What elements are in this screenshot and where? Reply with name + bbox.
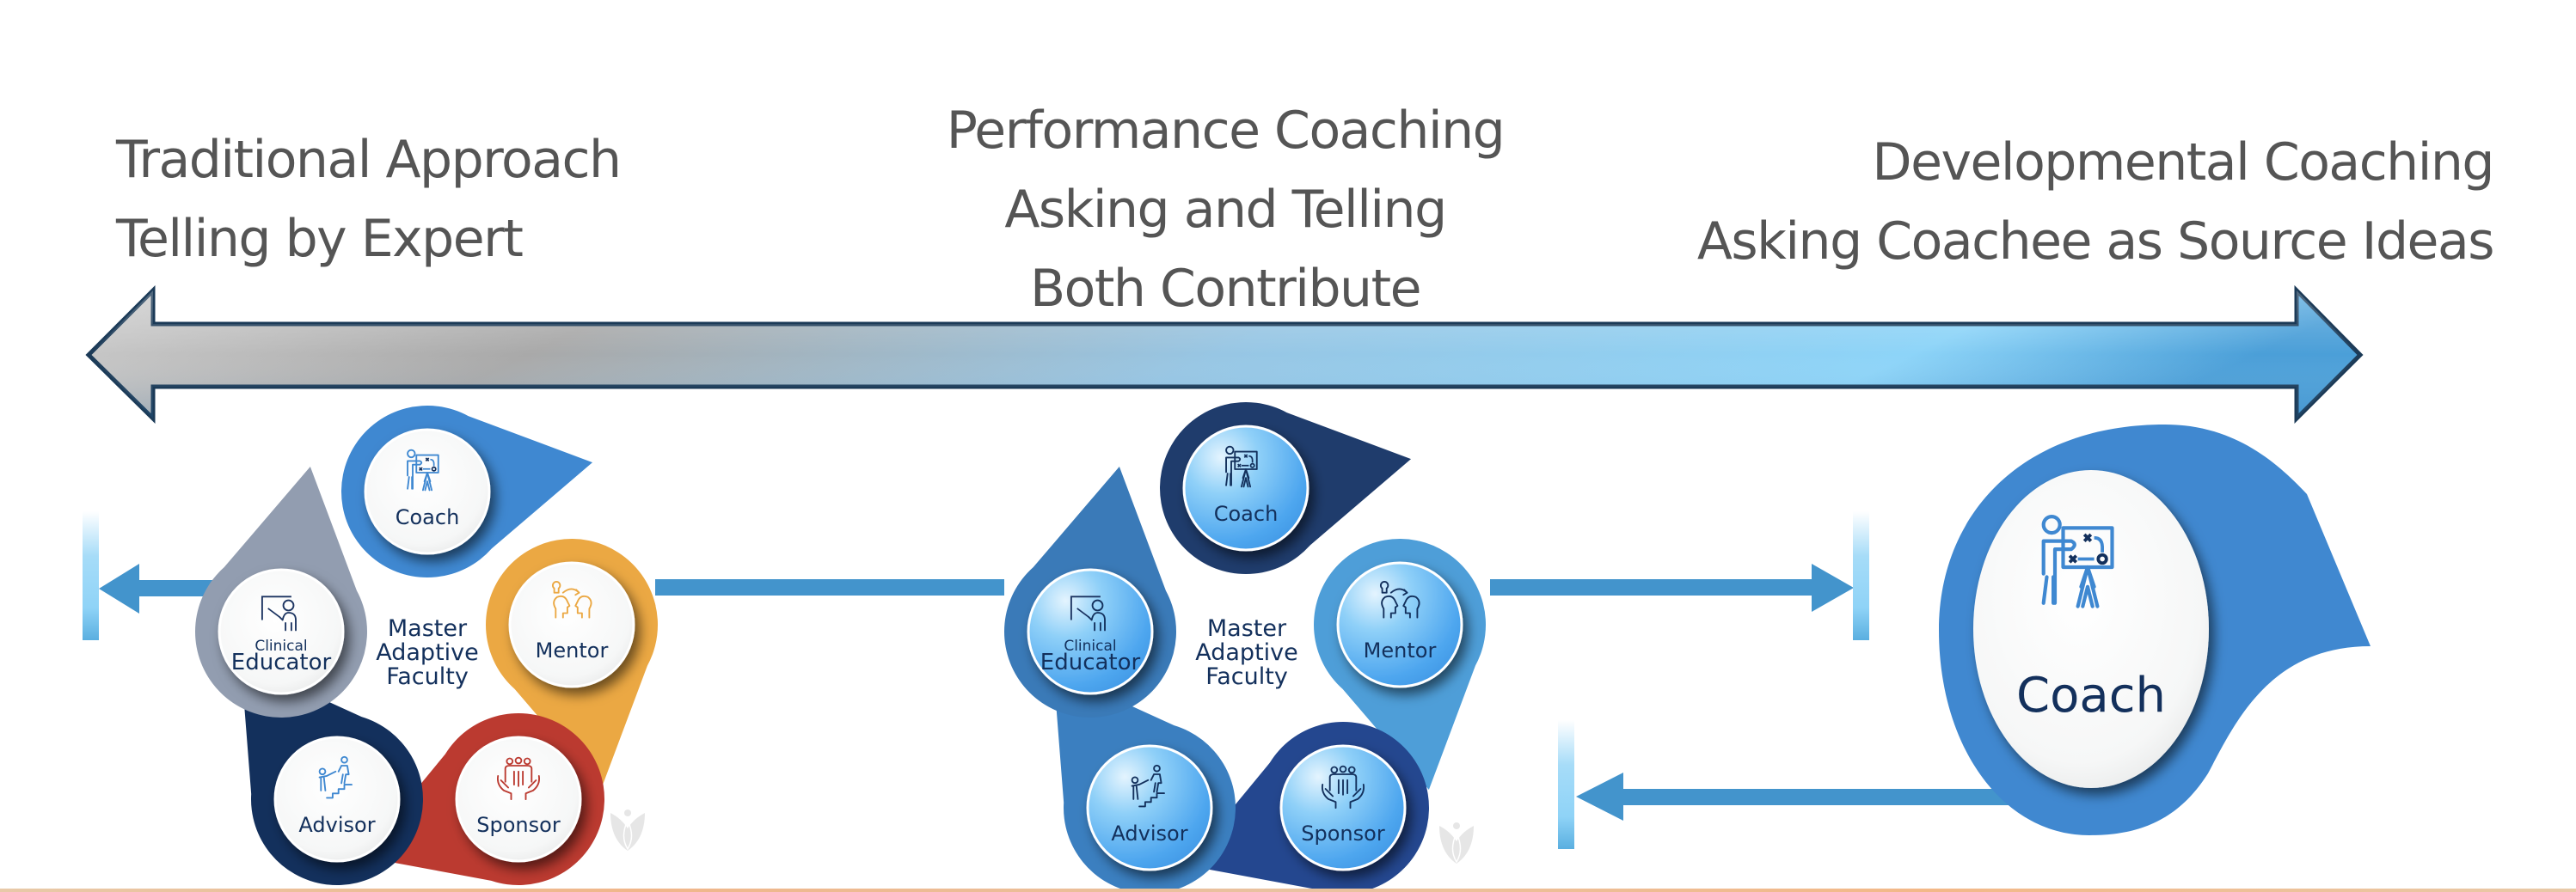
role-label: Coach: [1214, 502, 1279, 526]
left-arrow-shaft: [138, 580, 219, 596]
role-label: Sponsor: [1301, 822, 1385, 846]
connectors: [83, 511, 2009, 849]
heading-line: Telling by Expert: [116, 209, 524, 269]
role-label: Educator: [231, 650, 332, 675]
heading-line: Both Contribute: [1029, 259, 1422, 319]
sponsor-hands-icon: [1321, 765, 1365, 810]
role-label: Advisor: [1111, 822, 1187, 846]
return-stop-bar: [1558, 720, 1574, 849]
left-arrow-head: [99, 564, 139, 614]
heading-performance: Performance Coaching Asking and Telling …: [920, 91, 1530, 328]
role-label: Sponsor: [476, 813, 561, 837]
center-label: Faculty: [1205, 663, 1288, 690]
role-label: Educator: [1040, 650, 1141, 675]
role-disc: [1279, 744, 1407, 871]
role-disc: [273, 736, 401, 863]
advisor-stairs-icon: [1131, 764, 1165, 808]
role-mentor[interactable]: Mentor: [1313, 538, 1486, 791]
tulip-logo-icon: [610, 810, 645, 851]
role-label: Advisor: [298, 813, 375, 837]
coach-whiteboard-icon: [407, 449, 439, 492]
tulip-logo-icon: [1439, 822, 1474, 864]
left-stop-bar: [83, 511, 99, 640]
bottom-accent-strip: [0, 889, 2576, 892]
heading-line: Traditional Approach: [116, 130, 622, 190]
role-mentor[interactable]: Mentor: [485, 539, 658, 791]
coach-disc: [1973, 470, 2209, 788]
coach-label: Coach: [2016, 668, 2166, 724]
role-sponsor[interactable]: Sponsor: [360, 713, 604, 885]
heading-line: Performance Coaching: [946, 101, 1506, 161]
spectrum-arrow: [85, 284, 2364, 425]
return-arrow-head: [1576, 773, 1623, 821]
center-label: Adaptive: [376, 639, 479, 666]
right-arrow-head: [1812, 564, 1854, 612]
heading-line: Developmental Coaching: [1872, 132, 2494, 192]
center-label: Adaptive: [1195, 639, 1298, 666]
coach-whiteboard-icon: [1225, 445, 1258, 488]
role-label: Clinical: [1064, 638, 1116, 655]
clinical-educator-icon: [1070, 596, 1106, 632]
heading-developmental: Developmental Coaching Asking Coachee as…: [1696, 123, 2495, 281]
heading-line: Asking Coachee as Source Ideas: [1696, 211, 2495, 272]
role-disc: [1336, 561, 1463, 688]
clinical-educator-icon: [261, 596, 297, 632]
role-disc: [508, 561, 635, 688]
heading-traditional: Traditional Approach Telling by Expert: [116, 120, 622, 278]
right-arrow-shaft: [1490, 579, 1813, 596]
role-disc: [1182, 425, 1309, 552]
role-disc: [218, 568, 345, 695]
role-label: Coach: [396, 505, 460, 529]
coach-whiteboard-icon: [2041, 515, 2114, 608]
role-label: Mentor: [1364, 638, 1437, 663]
role-advisor[interactable]: Advisor: [241, 662, 423, 885]
role-disc: [364, 428, 491, 555]
role-disc: [1027, 568, 1154, 695]
role-coach[interactable]: Coach: [1160, 402, 1412, 574]
mentor-heads-icon: [552, 581, 592, 619]
role-label: Mentor: [536, 638, 609, 663]
role-disc: [455, 736, 582, 863]
role-advisor[interactable]: Advisor: [1053, 670, 1236, 892]
right-stop-bar: [1853, 511, 1869, 640]
developmental-coach-bubble: Coach: [1939, 425, 2371, 835]
heading-line: Asking and Telling: [1004, 180, 1447, 240]
center-label: Master: [388, 615, 468, 642]
mentor-heads-icon: [1380, 581, 1420, 619]
sponsor-hands-icon: [496, 756, 541, 801]
center-label: Faculty: [386, 663, 469, 690]
role-disc: [1086, 744, 1213, 871]
advisor-stairs-icon: [318, 755, 353, 799]
middle-connector-bar: [655, 579, 1004, 596]
role-sponsor[interactable]: Sponsor: [1185, 722, 1429, 892]
center-label: Master: [1207, 615, 1287, 642]
return-arrow-shaft: [1622, 789, 2009, 805]
role-label: Clinical: [255, 638, 307, 655]
role-coach[interactable]: Coach: [341, 406, 593, 578]
